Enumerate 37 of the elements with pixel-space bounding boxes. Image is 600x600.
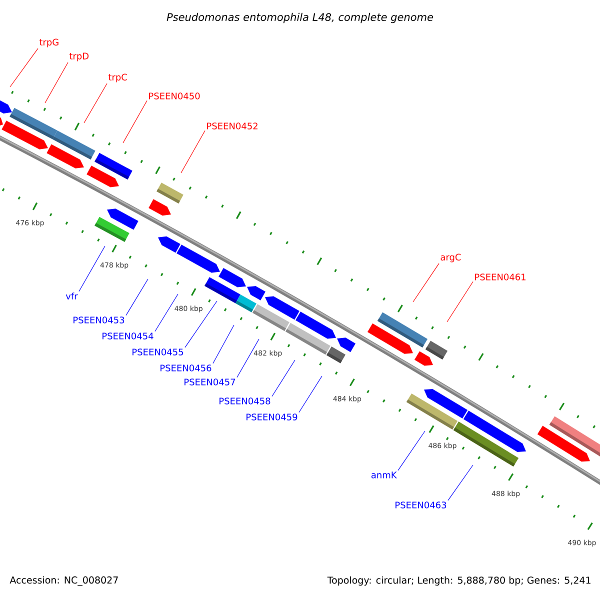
leader-line	[10, 48, 38, 88]
leader-line	[412, 263, 440, 302]
leader-line	[122, 100, 148, 144]
leader-line	[448, 464, 474, 501]
genome-info-text: Topology: circular; Length: 5,888,780 bp; Genes: 5,241	[327, 576, 590, 586]
gene-label: argC	[440, 254, 461, 262]
gene-label: trpC	[108, 74, 127, 82]
gene-label: PSEEN0452	[207, 122, 258, 130]
gene-label: anmK	[371, 472, 397, 478]
title: Pseudomonas entomophila L48, complete genome	[166, 12, 434, 24]
gene-label: trpG	[39, 38, 58, 48]
leader-line	[446, 281, 474, 322]
leader-line	[398, 430, 426, 471]
leader-line	[184, 300, 218, 348]
gene-label: PSEEN0456	[160, 364, 212, 372]
leader-line	[44, 62, 68, 104]
gene-label: trpD	[69, 52, 89, 62]
gene-label: vfr	[66, 292, 78, 300]
gene-label: PSEEN0463	[396, 502, 446, 508]
leader-line	[236, 338, 260, 378]
gene-label: PSEEN0450	[149, 92, 200, 100]
gene-label: PSEEN0455	[132, 348, 184, 356]
gene-label: PSEEN0454	[102, 332, 154, 340]
leader-line	[126, 278, 148, 316]
leader-line	[212, 324, 234, 364]
leader-line	[154, 294, 178, 332]
gene-label: PSEEN0459	[246, 414, 298, 420]
accession-text: Accession: NC_008027	[10, 576, 118, 586]
leader-line	[84, 83, 108, 124]
leader-line	[298, 376, 322, 413]
gene-label: PSEEN0457	[184, 378, 236, 386]
leader-line	[78, 246, 106, 292]
gene-label: PSEEN0458	[220, 398, 270, 404]
leader-line	[272, 360, 296, 397]
gene-label: PSEEN0453	[74, 316, 124, 324]
gene-label: PSEEN0461	[475, 274, 526, 280]
leader-line	[180, 130, 206, 174]
